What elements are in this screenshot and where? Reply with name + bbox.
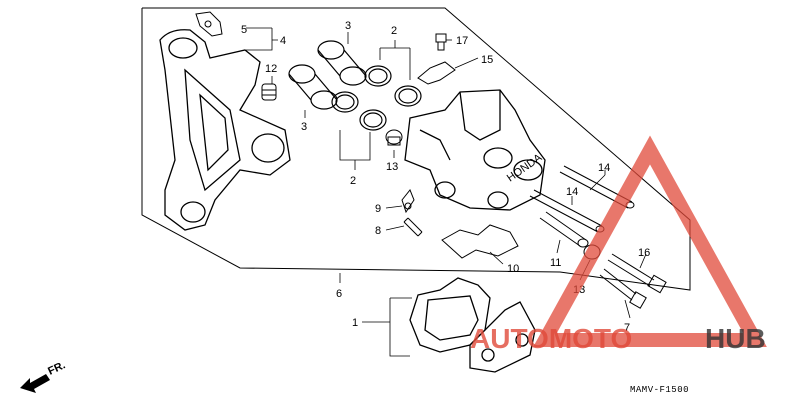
pad-spring-9 (441, 224, 519, 259)
bolt-17 (435, 33, 447, 51)
callout-14-upper: 14 (598, 162, 610, 174)
watermark-text-part2: HUB (705, 323, 766, 354)
callout-5: 5 (241, 24, 247, 36)
piston-seals (331, 65, 422, 131)
assembly-frame (141, 7, 691, 291)
callout-1: 1 (352, 317, 358, 329)
watermark-text-part1: AUTOMOTO (470, 323, 632, 354)
callout-17: 17 (456, 35, 468, 47)
callout-2-top: 2 (391, 25, 397, 37)
callout-3-top: 3 (345, 20, 351, 32)
bleed-valve (261, 83, 277, 101)
callout-4: 4 (280, 35, 286, 47)
callout-10: 11 (550, 257, 561, 269)
callout-2-bottom: 2 (350, 175, 356, 187)
callout-15: 15 (481, 54, 493, 66)
pistons (288, 40, 367, 110)
diagram-code: MAMV-F1500 (630, 385, 689, 395)
caliper-body (404, 89, 546, 211)
clip-part (195, 11, 223, 37)
clip-15 (417, 61, 456, 85)
pin-7 (403, 217, 423, 237)
callout-11: 7 (624, 322, 630, 334)
bolt-11 (599, 268, 647, 309)
callout-13-upper: 13 (386, 161, 398, 173)
caliper-bracket (159, 29, 291, 231)
spring-8 (401, 189, 415, 214)
callout-3-left: 3 (301, 121, 307, 133)
callout-16: 16 (638, 247, 650, 259)
sleeve-10 (539, 211, 589, 248)
callout-7: 8 (375, 225, 381, 237)
callout-14-lower: 14 (566, 186, 578, 198)
callout-labels: 5 4 12 3 3 2 2 17 15 13 9 8 10 14 14 11 … (241, 20, 650, 334)
boot-13a (385, 129, 403, 146)
callout-12: 12 (265, 63, 277, 75)
bolt-16 (607, 253, 667, 294)
callout-6: 6 (336, 288, 342, 300)
callout-9: 10 (507, 263, 519, 275)
brake-pads (409, 277, 536, 373)
callout-8: 9 (375, 203, 381, 215)
watermark-logo (533, 135, 767, 347)
forward-arrow-icon (20, 374, 50, 393)
forward-label: FR. (46, 359, 67, 377)
leader-lines (246, 27, 647, 357)
